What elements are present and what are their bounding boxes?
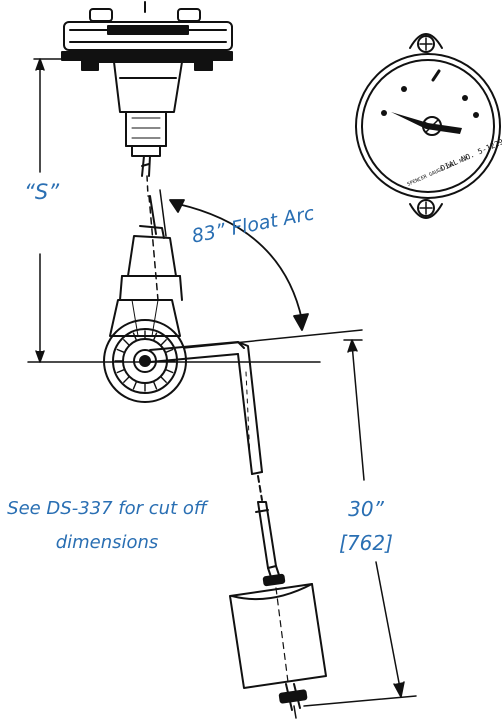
gear-tooth bbox=[132, 380, 138, 390]
cutoff-note: See DS-337 for cut off dimensions bbox=[7, 498, 207, 553]
gear-tooth bbox=[116, 368, 126, 374]
float-body bbox=[229, 583, 327, 719]
gear-tooth bbox=[152, 380, 158, 390]
gauge-dial bbox=[355, 33, 501, 219]
length-millimeters: [762] bbox=[339, 531, 393, 555]
gear-tooth bbox=[159, 339, 167, 347]
gear-tooth bbox=[164, 368, 174, 374]
length-dimension-label: 30” [762] bbox=[320, 492, 412, 560]
gear-tooth bbox=[123, 375, 131, 383]
dial-marks bbox=[381, 86, 479, 118]
length-dimension-line bbox=[303, 339, 417, 707]
length-inches: 30” bbox=[348, 497, 384, 521]
gear-tooth bbox=[132, 332, 138, 342]
dial-tick-mark bbox=[431, 69, 441, 82]
dial-needle bbox=[391, 112, 462, 136]
gear-tooth bbox=[164, 348, 174, 354]
s-dimension-line bbox=[27, 58, 321, 363]
gear-tooth bbox=[116, 348, 126, 354]
gear-teeth bbox=[114, 330, 176, 392]
gear-tooth bbox=[123, 339, 131, 347]
float-housing bbox=[103, 195, 187, 403]
gear-tooth bbox=[152, 332, 158, 342]
s-dimension-label: “S” bbox=[24, 180, 60, 204]
float-rod bbox=[149, 341, 286, 587]
mounting-flange bbox=[61, 1, 233, 177]
gear-tooth bbox=[159, 375, 167, 383]
